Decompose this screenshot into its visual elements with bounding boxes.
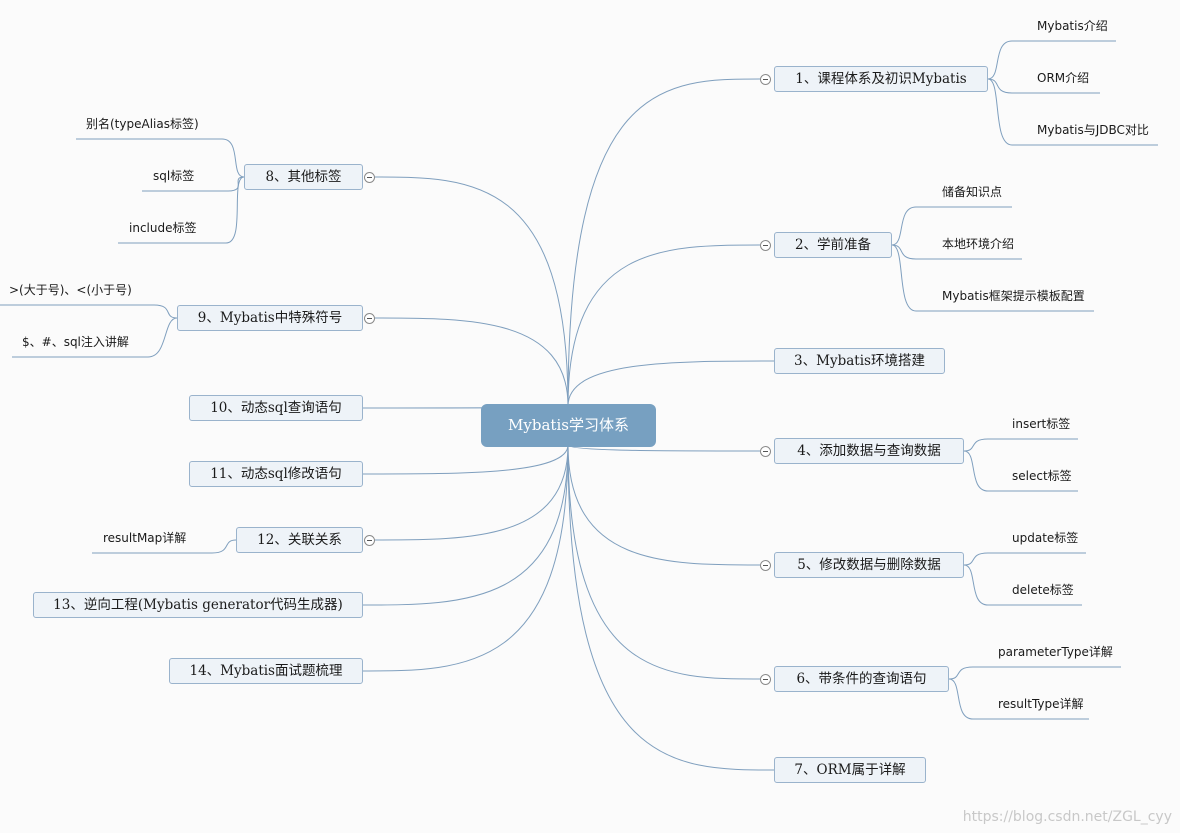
subtopic-update-tag[interactable]: update标签 — [1012, 531, 1079, 545]
connector-root-topic-1 — [567, 78, 761, 407]
subtopic-insert-tag[interactable]: insert标签 — [1012, 417, 1071, 431]
subtopic-sql-injection[interactable]: $、#、sql注入讲解 — [22, 335, 129, 349]
collapse-toggle-topic-5[interactable] — [760, 560, 771, 571]
subtopic-orm-intro[interactable]: ORM介绍 — [1037, 71, 1090, 85]
connector-root-topic-5 — [567, 444, 761, 566]
topic-2[interactable]: 2、学前准备 — [774, 232, 892, 258]
connector-root-topic-8 — [374, 176, 569, 407]
connector-topic-4-leaf-0 — [963, 438, 1078, 452]
topic-5[interactable]: 5、修改数据与删除数据 — [774, 552, 964, 578]
collapse-toggle-topic-12[interactable] — [364, 535, 375, 546]
connector-topic-1-leaf-2 — [987, 78, 1158, 146]
subtopic-mybatis-vs-jdbc[interactable]: Mybatis与JDBC对比 — [1037, 123, 1149, 137]
collapse-toggle-topic-4[interactable] — [760, 446, 771, 457]
subtopic-template-config[interactable]: Mybatis框架提示模板配置 — [942, 289, 1085, 303]
subtopic-type-alias[interactable]: 别名(typeAlias标签) — [86, 117, 199, 131]
connector-root-topic-3 — [567, 360, 775, 407]
subtopic-delete-tag[interactable]: delete标签 — [1012, 583, 1074, 597]
collapse-toggle-topic-2[interactable] — [760, 240, 771, 251]
connector-topic-8-leaf-2 — [118, 176, 245, 244]
topic-13[interactable]: 13、逆向工程(Mybatis generator代码生成器) — [33, 592, 363, 618]
topic-6[interactable]: 6、带条件的查询语句 — [774, 666, 949, 692]
topic-12[interactable]: 12、关联关系 — [236, 527, 363, 553]
connector-topic-4-leaf-1 — [963, 450, 1078, 492]
connector-root-topic-12 — [374, 444, 569, 541]
topic-14[interactable]: 14、Mybatis面试题梳理 — [169, 658, 363, 684]
connector-root-topic-13 — [362, 444, 569, 606]
connector-topic-6-leaf-1 — [948, 678, 1089, 720]
subtopic-mybatis-intro[interactable]: Mybatis介绍 — [1037, 19, 1108, 33]
topic-8[interactable]: 8、其他标签 — [244, 164, 363, 190]
topic-11[interactable]: 11、动态sql修改语句 — [189, 461, 363, 487]
collapse-toggle-topic-8[interactable] — [364, 172, 375, 183]
subtopic-resulttype[interactable]: resultType详解 — [998, 697, 1084, 711]
subtopic-select-tag[interactable]: select标签 — [1012, 469, 1072, 483]
collapse-toggle-topic-9[interactable] — [364, 313, 375, 324]
connector-topic-12-leaf-0 — [92, 539, 237, 554]
connector-topic-9-leaf-0 — [0, 304, 178, 319]
connector-root-topic-9 — [374, 317, 569, 407]
topic-1[interactable]: 1、课程体系及初识Mybatis — [774, 66, 988, 92]
connector-topic-6-leaf-0 — [948, 666, 1121, 680]
connector-topic-1-leaf-0 — [987, 40, 1116, 80]
root-topic[interactable]: Mybatis学习体系 — [481, 404, 656, 447]
topic-10[interactable]: 10、动态sql查询语句 — [189, 395, 363, 421]
connector-root-topic-14 — [362, 444, 569, 672]
subtopic-local-env[interactable]: 本地环境介绍 — [942, 237, 1015, 251]
subtopic-include-tag[interactable]: include标签 — [129, 221, 197, 235]
collapse-toggle-topic-1[interactable] — [760, 74, 771, 85]
connector-topic-1-leaf-1 — [987, 78, 1100, 94]
connector-topic-2-leaf-2 — [891, 244, 1094, 312]
connector-topic-8-leaf-0 — [76, 138, 245, 178]
subtopic-resultmap[interactable]: resultMap详解 — [103, 531, 187, 545]
connector-root-topic-11 — [362, 444, 569, 475]
collapse-toggle-topic-6[interactable] — [760, 674, 771, 685]
subtopic-sql-tag[interactable]: sql标签 — [153, 169, 195, 183]
topic-4[interactable]: 4、添加数据与查询数据 — [774, 438, 964, 464]
connector-root-topic-7 — [567, 444, 775, 771]
watermark: https://blog.csdn.net/ZGL_cyy — [962, 809, 1172, 825]
connector-root-topic-6 — [567, 444, 761, 680]
connector-root-topic-2 — [567, 244, 761, 407]
connector-topic-9-leaf-1 — [12, 317, 178, 358]
topic-3[interactable]: 3、Mybatis环境搭建 — [774, 348, 945, 374]
connector-topic-5-leaf-1 — [963, 564, 1082, 606]
connector-topic-2-leaf-0 — [891, 206, 1012, 246]
topic-7[interactable]: 7、ORM属于详解 — [774, 757, 926, 783]
connector-topic-2-leaf-1 — [891, 244, 1022, 260]
connector-topic-5-leaf-0 — [963, 552, 1086, 566]
subtopic-comparison-symbols[interactable]: >(大于号)、<(小于号) — [9, 283, 132, 297]
subtopic-prerequisite-knowledge[interactable]: 储备知识点 — [942, 185, 1003, 199]
topic-9[interactable]: 9、Mybatis中特殊符号 — [177, 305, 363, 331]
subtopic-parametertype[interactable]: parameterType详解 — [998, 645, 1113, 659]
